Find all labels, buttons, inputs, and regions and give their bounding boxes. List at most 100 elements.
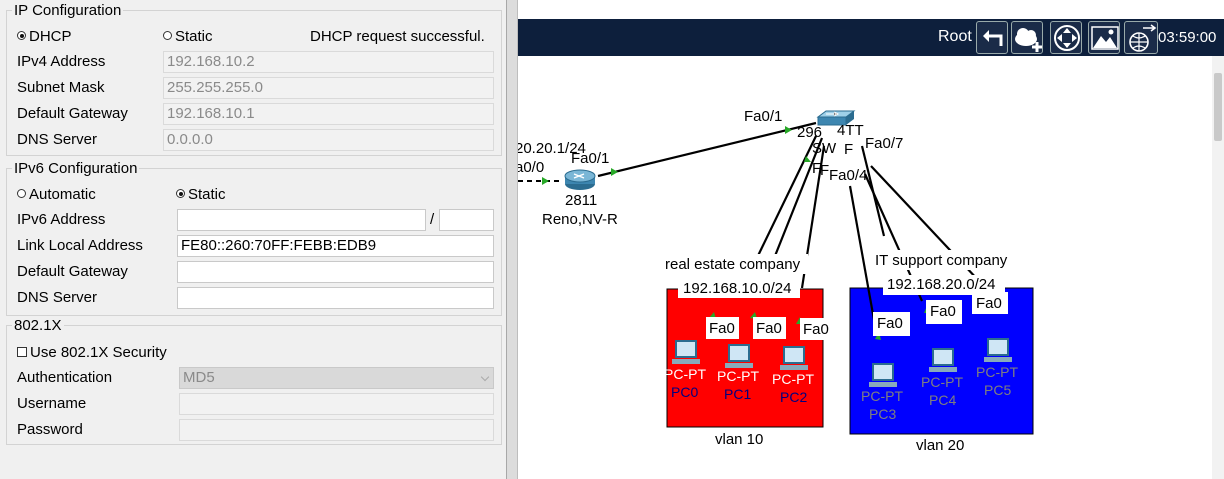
vlan10-company-label: real estate company — [665, 256, 801, 273]
back-button[interactable] — [976, 21, 1008, 54]
static-radio-label: Static — [175, 28, 213, 45]
dhcp-radio-label: DHCP — [29, 28, 72, 45]
ipv4-address-field[interactable]: 192.168.10.2 — [163, 51, 494, 73]
vlan10-company-box — [662, 254, 808, 274]
router-name-label: Reno,NV-R — [542, 211, 618, 228]
pc3-type-label: PC-PT — [861, 388, 903, 404]
network-globe-button[interactable] — [1124, 21, 1158, 54]
ip-configuration-section — [6, 10, 502, 156]
default-gateway-field[interactable]: 192.168.10.1 — [163, 103, 494, 125]
switch-2960-icon[interactable] — [816, 110, 856, 126]
pc5-port-box — [972, 292, 1008, 314]
pc2-icon[interactable] — [780, 346, 808, 370]
pc4-name-label: PC4 — [929, 392, 956, 408]
landscape-icon — [1091, 26, 1119, 50]
dns-server-field[interactable]: 0.0.0.0 — [163, 129, 494, 151]
pc2-type-label: PC-PT — [772, 371, 814, 387]
switch-model-label-2: 4TT — [837, 122, 864, 139]
pc2-name-label: PC2 — [780, 389, 807, 405]
pc1-icon[interactable] — [725, 344, 753, 368]
vlan20-subnet-box — [883, 275, 1005, 295]
switch-name-label: SW — [812, 140, 837, 157]
dns-server-label: DNS Server — [17, 131, 98, 148]
ipv6-default-gateway-field[interactable] — [177, 261, 494, 283]
network-globe-icon — [1129, 24, 1157, 52]
root-label[interactable]: Root — [938, 28, 972, 45]
username-label: Username — [17, 395, 87, 412]
ipv6-configuration-section — [6, 168, 502, 316]
pc2-port-label: Fa0 — [803, 321, 829, 338]
vlan10-name-label: vlan 10 — [715, 431, 763, 448]
pc3-icon[interactable] — [869, 363, 897, 387]
default-gateway-label: Default Gateway — [17, 105, 128, 122]
ipv6-address-field[interactable] — [177, 209, 426, 231]
move-button[interactable] — [1050, 21, 1082, 54]
ipv6-configuration-legend: IPv6 Configuration — [12, 160, 140, 178]
radio-unselected-icon — [163, 31, 172, 40]
radio-unselected-icon — [17, 189, 26, 198]
vlan20-subnet-label: 192.168.20.0/24 — [887, 276, 995, 293]
ipv6-static-radio[interactable]: Static — [176, 186, 226, 204]
vertical-scrollbar[interactable] — [1212, 56, 1224, 479]
subnet-mask-field[interactable]: 255.255.255.0 — [163, 77, 494, 99]
pc3-port-box — [873, 312, 910, 336]
pc-config-panel: IP Configuration DHCP Static DHCP reques… — [0, 0, 506, 479]
ipv6-automatic-radio[interactable]: Automatic — [17, 186, 96, 204]
pc1-port-box — [753, 317, 786, 339]
vlan10-subnet-label: 192.168.10.0/24 — [683, 280, 791, 297]
topology-canvas[interactable]: 20.20.1/24 a0/0 Fa0/1 2811 Reno,NV-R Fa0… — [518, 56, 1212, 479]
scrollbar-thumb[interactable] — [1214, 73, 1222, 141]
pc5-icon[interactable] — [984, 338, 1012, 362]
radio-selected-icon — [17, 31, 26, 40]
ipv6-prefix-separator: / — [430, 211, 435, 228]
pc5-port-label: Fa0 — [976, 295, 1002, 312]
switch-port-f2: F — [820, 162, 829, 179]
ipv6-dns-server-field[interactable] — [177, 287, 494, 309]
switch-model-label: 296 — [797, 124, 822, 141]
pc3-port-label: Fa0 — [877, 315, 903, 332]
use-dot1x-label: Use 802.1X Security — [30, 344, 167, 361]
router-port-fa01: Fa0/1 — [571, 150, 609, 167]
link-local-address-label: Link Local Address — [17, 237, 143, 254]
vlan20-name-label: vlan 20 — [916, 437, 964, 454]
router-2811-icon[interactable] — [564, 169, 596, 190]
subnet-mask-label: Subnet Mask — [17, 79, 105, 96]
use-dot1x-checkbox[interactable]: Use 802.1X Security — [17, 344, 167, 362]
pc-icons[interactable] — [672, 338, 1012, 387]
switch-port-f1: F — [812, 160, 821, 177]
dot1x-legend: 802.1X — [12, 317, 64, 335]
pc0-port-box — [706, 317, 739, 339]
pc1-port-label: Fa0 — [756, 320, 782, 337]
panel-splitter[interactable] — [506, 0, 518, 479]
cloud-add-button[interactable] — [1011, 21, 1043, 54]
authentication-label: Authentication — [17, 369, 113, 386]
password-field[interactable] — [179, 419, 494, 441]
pc0-type-label: PC-PT — [664, 366, 706, 382]
password-label: Password — [17, 421, 83, 438]
router-partial-port: a0/0 — [518, 159, 544, 176]
switch-uplink-port: Fa0/1 — [744, 108, 782, 125]
static-radio[interactable]: Static — [163, 28, 213, 46]
chevron-down-icon — [480, 372, 490, 382]
pc4-icon[interactable] — [929, 348, 957, 372]
ipv6-prefix-field[interactable] — [439, 209, 494, 231]
pc5-type-label: PC-PT — [976, 364, 1018, 380]
ipv6-dns-server-label: DNS Server — [17, 289, 98, 306]
switch-port-fa04: Fa0/4 — [829, 167, 867, 184]
simulation-clock: 03:59:00 — [1158, 29, 1217, 46]
dhcp-radio[interactable]: DHCP — [17, 28, 72, 46]
pc5-name-label: PC5 — [984, 382, 1011, 398]
vlan10-subnet-box — [678, 278, 800, 298]
switch-name-label-2: F — [844, 141, 853, 158]
link-local-address-field[interactable]: FE80::260:70FF:FEBB:EDB9 — [177, 235, 494, 257]
pc0-icon[interactable] — [672, 340, 700, 364]
ipv6-automatic-label: Automatic — [29, 186, 96, 203]
username-field[interactable] — [179, 393, 494, 415]
ipv6-static-label: Static — [188, 186, 226, 203]
back-icon — [983, 30, 1003, 46]
authentication-select-value: MD5 — [183, 369, 215, 386]
authentication-select[interactable]: MD5 — [179, 367, 494, 389]
landscape-button[interactable] — [1088, 21, 1120, 54]
dot1x-section — [6, 325, 502, 445]
ipv6-default-gateway-label: Default Gateway — [17, 263, 128, 280]
